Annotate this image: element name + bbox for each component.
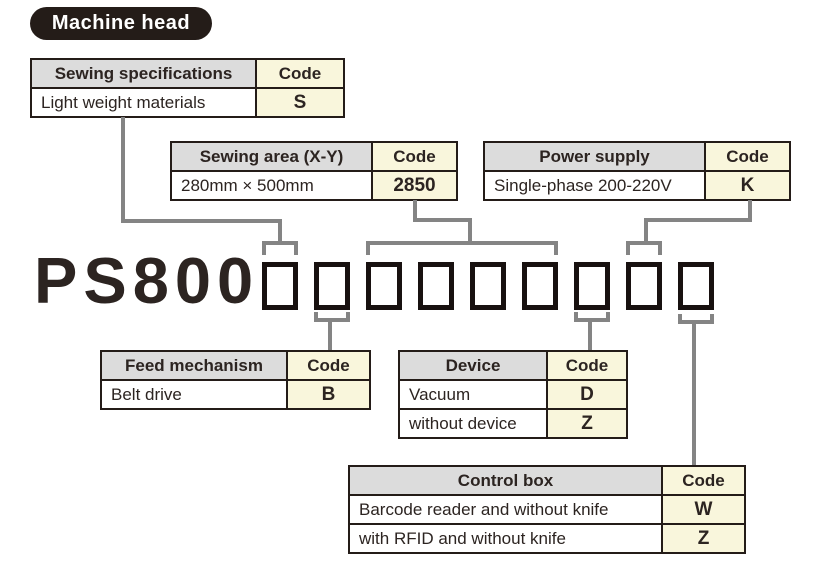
control-box-code: W	[663, 496, 744, 523]
table-row: Barcode reader and without knife W	[350, 494, 744, 523]
control-box-value: with RFID and without knife	[350, 525, 663, 552]
device-header: Device	[400, 352, 548, 379]
model-code-placeholder-box	[314, 262, 350, 310]
sewing-area-header: Sewing area (X-Y)	[172, 143, 373, 170]
control-box-table: Control box Code Barcode reader and with…	[348, 465, 746, 554]
code-header: Code	[288, 352, 369, 379]
device-code: Z	[548, 410, 626, 437]
control-box-code: Z	[663, 525, 744, 552]
model-prefix: PS800	[34, 244, 260, 317]
model-code-placeholder-box	[522, 262, 558, 310]
device-value: without device	[400, 410, 548, 437]
table-row: without device Z	[400, 408, 626, 437]
model-code-placeholder-box	[262, 262, 298, 310]
machine-head-badge: Machine head	[30, 7, 212, 40]
feed-mechanism-value: Belt drive	[102, 381, 288, 408]
code-header: Code	[257, 60, 343, 87]
power-supply-value: Single-phase 200-220V	[485, 172, 706, 199]
device-value: Vacuum	[400, 381, 548, 408]
table-row: with RFID and without knife Z	[350, 523, 744, 552]
control-box-value: Barcode reader and without knife	[350, 496, 663, 523]
code-header: Code	[663, 467, 744, 494]
table-row: Vacuum D	[400, 379, 626, 408]
table-header-row: Sewing area (X-Y) Code	[172, 143, 456, 170]
code-header: Code	[548, 352, 626, 379]
machine-head-badge-label: Machine head	[51, 12, 191, 34]
sewing-area-table: Sewing area (X-Y) Code 280mm × 500mm 285…	[170, 141, 458, 201]
model-code-placeholder-box	[678, 262, 714, 310]
table-row: Single-phase 200-220V K	[485, 170, 789, 199]
table-row: 280mm × 500mm 2850	[172, 170, 456, 199]
power-supply-table: Power supply Code Single-phase 200-220V …	[483, 141, 791, 201]
table-header-row: Power supply Code	[485, 143, 789, 170]
sewing-specifications-code: S	[257, 89, 343, 116]
model-code-placeholders	[262, 262, 714, 310]
model-code-placeholder-box	[574, 262, 610, 310]
table-header-row: Feed mechanism Code	[102, 352, 369, 379]
sewing-specifications-header: Sewing specifications	[32, 60, 257, 87]
sewing-specifications-table: Sewing specifications Code Light weight …	[30, 58, 345, 118]
model-code-placeholder-box	[366, 262, 402, 310]
code-header: Code	[706, 143, 789, 170]
sewing-specifications-value: Light weight materials	[32, 89, 257, 116]
power-supply-code: K	[706, 172, 789, 199]
model-code-placeholder-box	[418, 262, 454, 310]
control-box-header: Control box	[350, 467, 663, 494]
device-table: Device Code Vacuum D without device Z	[398, 350, 628, 439]
feed-mechanism-header: Feed mechanism	[102, 352, 288, 379]
feed-mechanism-table: Feed mechanism Code Belt drive B	[100, 350, 371, 410]
table-row: Light weight materials S	[32, 87, 343, 116]
model-code-placeholder-box	[470, 262, 506, 310]
device-code: D	[548, 381, 626, 408]
code-header: Code	[373, 143, 456, 170]
table-header-row: Control box Code	[350, 467, 744, 494]
power-supply-header: Power supply	[485, 143, 706, 170]
table-header-row: Sewing specifications Code	[32, 60, 343, 87]
table-header-row: Device Code	[400, 352, 626, 379]
sewing-area-code: 2850	[373, 172, 456, 199]
sewing-area-value: 280mm × 500mm	[172, 172, 373, 199]
table-row: Belt drive B	[102, 379, 369, 408]
feed-mechanism-code: B	[288, 381, 369, 408]
model-code-placeholder-box	[626, 262, 662, 310]
